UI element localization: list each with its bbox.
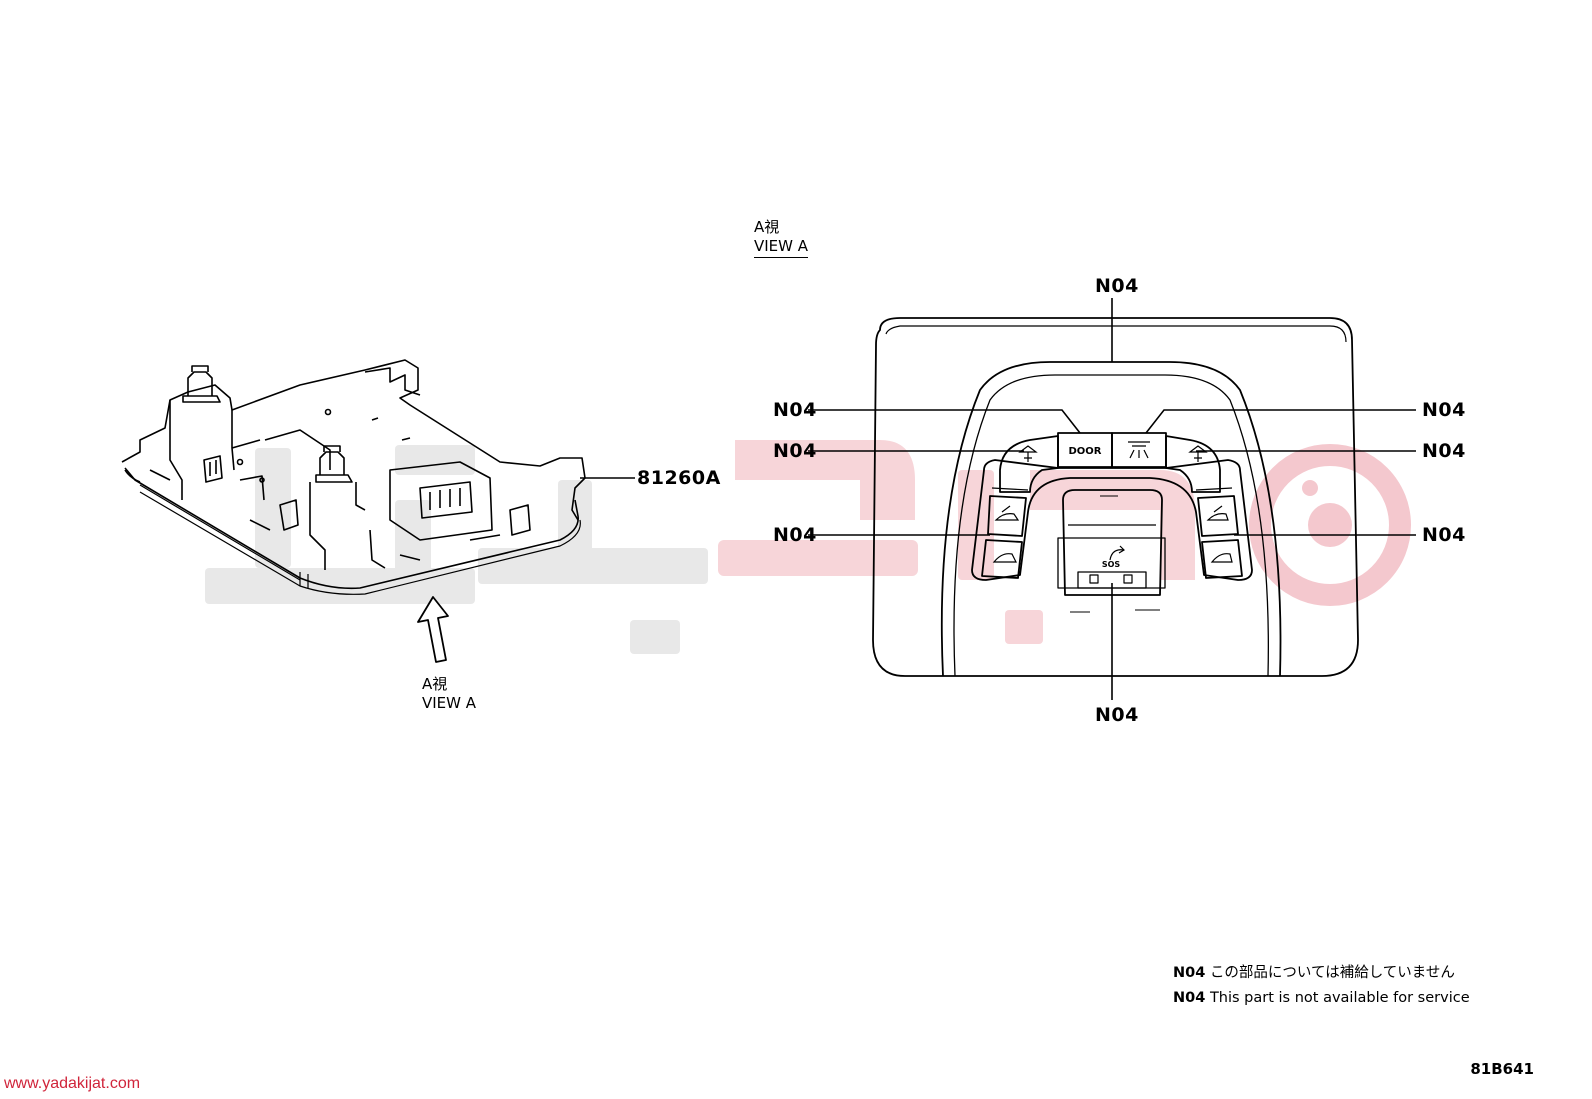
map-lamp-icon [1018, 445, 1208, 462]
sunroof-tilt-icon [994, 505, 1229, 521]
callout-low-left: N04 [773, 524, 817, 546]
callout-top: N04 [1095, 275, 1139, 297]
part-number-label: 81260A [637, 467, 721, 489]
drawing-code: 81B641 [1470, 1060, 1534, 1078]
view-a-title-right: A視 VIEW A [754, 218, 809, 258]
note-code-en: N04 [1173, 990, 1206, 1006]
view-arrow-icon [417, 596, 449, 663]
note-code-jp: N04 [1173, 965, 1206, 981]
callout-upper-left: N04 [773, 399, 817, 421]
view-a-en-right: VIEW A [754, 237, 809, 258]
note-text-en: This part is not available for service [1209, 990, 1470, 1006]
callout-mid-right: N04 [1422, 440, 1466, 462]
console-view-a-drawing [872, 317, 1359, 677]
view-a-jp-right: A視 [754, 218, 780, 236]
overhead-console-drawing [121, 359, 586, 595]
callout-upper-right: N04 [1422, 399, 1466, 421]
note-english: N04 This part is not available for servi… [1173, 991, 1470, 1006]
sos-icon [1109, 545, 1125, 561]
callout-leaders [808, 298, 1416, 700]
view-a-jp-left: A視 [422, 675, 448, 693]
callout-bottom: N04 [1095, 704, 1139, 726]
callout-mid-left: N04 [773, 440, 817, 462]
callout-low-right: N04 [1422, 524, 1466, 546]
note-japanese: N04 この部品については補給していません [1173, 966, 1455, 981]
note-text-jp: この部品については補給していません [1209, 965, 1455, 981]
sos-button-label: SOS [1102, 560, 1121, 569]
view-a-en-left: VIEW A [422, 694, 477, 712]
sunroof-slide-icon [992, 553, 1233, 563]
view-a-label-left: A視 VIEW A [422, 675, 476, 713]
door-button-label: DOOR [1068, 446, 1101, 457]
watermark-url[interactable]: www.yadakijat.com [4, 1075, 141, 1092]
dome-lamp-icon [1128, 441, 1150, 459]
